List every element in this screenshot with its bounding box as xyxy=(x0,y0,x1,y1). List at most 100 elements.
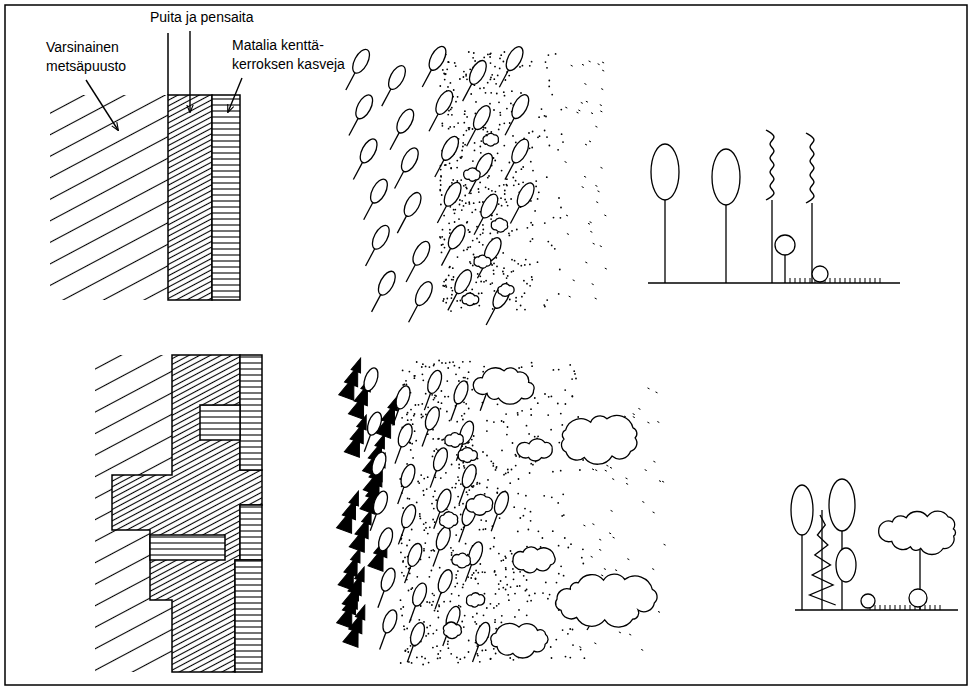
ground-dot xyxy=(559,269,561,271)
ground-dot xyxy=(400,662,402,664)
ground-dot xyxy=(551,657,553,659)
ground-dot xyxy=(577,416,579,418)
tree-crown xyxy=(651,144,679,200)
deciduous-tree xyxy=(467,621,493,665)
ground-dot xyxy=(493,273,495,275)
shrub-layer-band xyxy=(112,355,262,672)
ground-dot xyxy=(458,595,460,597)
ground-dot xyxy=(449,362,451,364)
ground-dot xyxy=(458,467,460,469)
ground-dot xyxy=(409,539,411,541)
ground-dot xyxy=(505,589,507,591)
ground-dot xyxy=(448,222,450,224)
tree-trunk xyxy=(409,305,418,322)
grass-tick xyxy=(905,605,906,610)
ground-dot xyxy=(560,470,562,472)
field-layer-band xyxy=(240,505,262,560)
ground-dot xyxy=(428,662,430,664)
ground-dot xyxy=(427,406,429,408)
ground-dot xyxy=(440,180,442,182)
ground-dot xyxy=(407,419,409,421)
tree-trunk xyxy=(378,591,384,608)
tree-trunk xyxy=(801,535,802,610)
ground-dot xyxy=(511,230,513,232)
ground-dot xyxy=(447,641,449,643)
ground-dot xyxy=(560,565,562,567)
grass-tick xyxy=(880,278,881,283)
deciduous-tree xyxy=(445,379,471,423)
tree-trunk xyxy=(382,89,391,106)
ground-dot xyxy=(499,185,501,187)
meadow-dash xyxy=(595,126,597,127)
grass-tick xyxy=(855,278,856,283)
tree-trunk xyxy=(349,118,358,135)
ground-dot xyxy=(526,614,528,616)
tree-crown xyxy=(380,608,399,635)
ground-dot xyxy=(475,281,477,283)
ground-dot xyxy=(490,62,492,64)
meadow-dash xyxy=(595,185,597,186)
ground-dot xyxy=(440,408,442,410)
deciduous-tree xyxy=(370,526,396,570)
ground-dot xyxy=(517,414,519,416)
ground-dot xyxy=(572,629,574,631)
meadow-dash xyxy=(604,569,606,570)
ground-dot xyxy=(488,175,490,177)
deciduous-tree xyxy=(425,446,451,490)
ground-dot xyxy=(494,621,496,623)
ground-dot xyxy=(426,488,428,490)
ground-dot xyxy=(482,229,484,231)
conifer-shape xyxy=(349,507,378,552)
field-layer-band xyxy=(240,355,262,470)
ground-dot xyxy=(469,361,471,363)
ground-dot xyxy=(515,180,517,182)
small-tree-crown xyxy=(775,235,795,255)
field-layer-band xyxy=(150,535,225,560)
meadow-dash xyxy=(595,470,597,471)
ground-dot xyxy=(501,615,503,617)
ground-dot xyxy=(429,576,431,578)
tree-crown xyxy=(423,405,442,432)
ground-dot xyxy=(430,550,432,552)
ground-dot xyxy=(555,53,557,55)
deciduous-tree xyxy=(389,145,422,191)
ground-dot xyxy=(561,133,563,135)
ground-dot xyxy=(517,412,519,414)
ground-dot xyxy=(482,529,484,531)
ground-dot xyxy=(500,580,502,582)
ground-dot xyxy=(474,621,476,623)
ground-dot xyxy=(514,616,516,618)
ground-dot xyxy=(420,474,422,476)
ground-dot xyxy=(458,479,460,481)
ground-dot xyxy=(458,605,460,607)
grass-tick xyxy=(845,278,846,283)
ground-dot xyxy=(466,130,468,132)
ground-dot xyxy=(479,146,481,148)
ground-dot xyxy=(486,420,488,422)
meadow-dash xyxy=(619,632,621,633)
grass-tick xyxy=(895,605,896,610)
ground-dot xyxy=(431,503,433,505)
tree-crown xyxy=(371,489,390,516)
ground-dot xyxy=(493,537,495,539)
ground-dot xyxy=(471,574,473,576)
ground-dot xyxy=(571,395,573,397)
ground-dot xyxy=(543,495,545,497)
ground-dot xyxy=(504,51,506,53)
ground-dot xyxy=(479,182,481,184)
ground-dot xyxy=(472,616,474,618)
deciduous-tree xyxy=(358,177,391,223)
ground-dot xyxy=(433,508,435,510)
ground-dot xyxy=(487,82,489,84)
ground-dot xyxy=(569,628,571,630)
ground-dot xyxy=(421,366,423,368)
tree-trunk xyxy=(393,409,399,426)
ground-dot xyxy=(507,469,509,471)
ground-dot xyxy=(541,108,543,110)
ground-dot xyxy=(461,415,463,417)
ground-dot xyxy=(495,574,497,576)
ground-dot xyxy=(451,114,453,116)
ground-dot xyxy=(557,502,559,504)
ground-dot xyxy=(495,467,497,469)
ground-dot xyxy=(466,78,468,80)
